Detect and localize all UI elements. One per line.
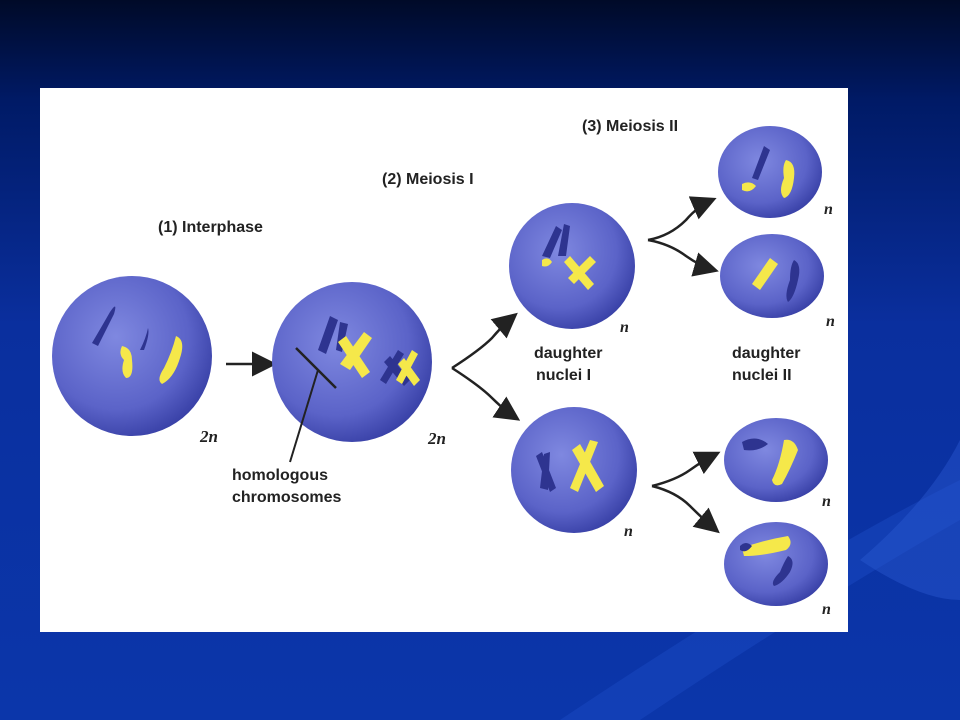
meiosis-diagram: (1) Interphase (2) Meiosis I (3) Meiosis…: [52, 118, 835, 618]
homologous-bracket: [295, 347, 337, 389]
daughter2-cell-2: [720, 234, 824, 318]
chromosome-dark: [542, 224, 570, 258]
daughter-nuclei-1-line1: daughter: [534, 345, 602, 362]
arrow-to-daughter2-3: [651, 451, 721, 488]
daughter2-cell-3: [724, 418, 828, 502]
chromosome-yellow: [120, 346, 133, 378]
chromosome-dark: [740, 543, 752, 552]
daughter2-cell-4: [724, 522, 828, 606]
arrow-to-daughter2-2: [647, 238, 719, 277]
daughter2-cell-1: [718, 126, 822, 218]
homologous-label-line2: chromosomes: [232, 489, 341, 506]
daughter-nuclei-2-line2: nuclei II: [732, 367, 792, 384]
chromosome-dark: [140, 328, 149, 350]
chromosome-dark: [772, 556, 793, 586]
chromosome-dark: [536, 452, 556, 492]
chromosome-yellow: [570, 440, 604, 492]
arrow-to-daughter2-1: [647, 196, 717, 242]
arrow-to-daughter1-bottom: [451, 366, 521, 421]
chromosome-yellow: [742, 182, 756, 192]
daughter-nuclei-1-line2: nuclei I: [536, 367, 591, 384]
chromosome-yellow: [396, 350, 420, 386]
chromosome-yellow: [564, 256, 596, 290]
chromosome-yellow: [346, 348, 358, 360]
meiosis1-title: (2) Meiosis I: [382, 171, 474, 188]
daughter1-top-cell: [509, 203, 635, 329]
chromosome-yellow: [781, 160, 795, 198]
homologous-label-line1: homologous: [232, 467, 328, 484]
chromosome-yellow: [159, 336, 183, 384]
ploidy-daughter1-top: n: [620, 319, 629, 336]
daughter1-bottom-cell: [511, 407, 637, 533]
background-swoosh-2: [860, 440, 960, 600]
ploidy-daughter2-1: n: [824, 201, 833, 218]
meiosis2-title: (3) Meiosis II: [582, 118, 678, 135]
homologous-pointer: [289, 369, 319, 463]
chromosome-dark: [786, 260, 800, 302]
chromosome-yellow: [742, 536, 791, 556]
chromosome-yellow: [752, 258, 778, 290]
ploidy-daughter2-2: n: [826, 313, 835, 330]
interphase-title: (1) Interphase: [158, 219, 263, 236]
chromosome-dark: [752, 146, 770, 180]
ploidy-daughter2-4: n: [822, 601, 831, 618]
ploidy-daughter1-bottom: n: [624, 523, 633, 540]
ploidy-daughter2-3: n: [822, 493, 831, 510]
arrow-to-daughter1-top: [451, 312, 518, 370]
ploidy-meiosis1: 2n: [427, 429, 446, 448]
chromosome-yellow: [772, 439, 798, 486]
meiosis-figure-panel: (1) Interphase (2) Meiosis I (3) Meiosis…: [40, 88, 848, 632]
interphase-cell: [52, 276, 212, 436]
daughter-nuclei-2-line1: daughter: [732, 345, 800, 362]
chromosome-yellow: [542, 258, 552, 267]
chromosome-dark: [742, 438, 768, 451]
chromosome-dark: [92, 306, 116, 346]
arrow-to-daughter2-4: [651, 484, 720, 534]
ploidy-interphase: 2n: [199, 427, 218, 446]
meiosis1-cell: [272, 282, 432, 442]
